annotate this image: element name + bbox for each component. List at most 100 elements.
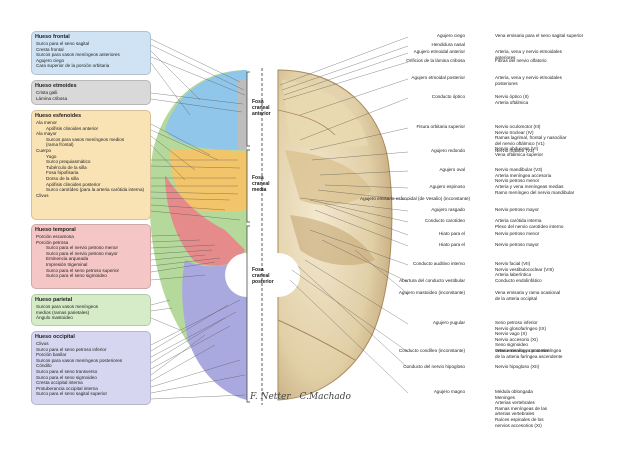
contents-line: Arteria meníngea accesoria bbox=[495, 172, 552, 178]
foramen-label: Fisura orbitaria superior bbox=[416, 124, 465, 129]
region-etmoides bbox=[238, 80, 247, 150]
legend-esfenoides: Hueso esfenoides Ala menor Apófisis clin… bbox=[31, 110, 151, 220]
left-leader-lines bbox=[150, 38, 246, 400]
foramen-label: Hiato para el bbox=[438, 242, 465, 247]
legend-item: Fosa hipofisaria bbox=[46, 170, 79, 176]
contents-line: Nervio troclear (IV) bbox=[495, 129, 534, 135]
legend-item: Ala mayor bbox=[36, 131, 57, 137]
legend-item: medios (ramas parietales) bbox=[36, 309, 90, 315]
contents-line: Ramo meníngeo del nervio mandibular bbox=[495, 189, 575, 195]
foramen-label: Conducto auditivo interno bbox=[412, 261, 465, 266]
contents-line: Ramas meníngeas de las bbox=[495, 405, 548, 411]
foramen-contents: Nervio hipogloso (XII) bbox=[495, 364, 630, 370]
legend-parietal: Hueso parietal Surcos para vasos menínge… bbox=[31, 294, 151, 326]
signature-netter: F. Netter bbox=[250, 392, 291, 402]
contents-line: Nervio vestibulococlear (VIII) bbox=[495, 266, 554, 272]
foramen-label: Conducto del nervio hipogloso bbox=[403, 364, 465, 369]
group-title: Hueso temporal bbox=[35, 227, 76, 233]
contents-line: Meninges bbox=[495, 394, 515, 400]
legend-item: Tubérculo de la silla bbox=[46, 164, 87, 170]
legend-item: Agujero ciego bbox=[36, 57, 65, 63]
group-title: Hueso frontal bbox=[35, 34, 70, 40]
legend-item: Surco para el seno sigmoideo bbox=[46, 273, 107, 279]
natural-bone-half bbox=[256, 69, 393, 401]
fossa-line: Fosa bbox=[252, 175, 264, 181]
legend-item: Cresta frontal bbox=[36, 46, 64, 52]
foramen-contents: Nervio óptico (II)Arteria oftálmica bbox=[495, 94, 630, 105]
group-title: Hueso etmoides bbox=[35, 83, 77, 89]
contents-line: Vena oftálmica superior bbox=[495, 151, 544, 157]
contents-line: Arterias vertebrales bbox=[495, 400, 535, 406]
contents-line: Nervio hipogloso (XII) bbox=[495, 364, 540, 369]
foramen-label: Conducto condíleo (inconstante) bbox=[398, 348, 465, 353]
fossa-brackets bbox=[246, 71, 250, 403]
contents-line: Arteria, vena y nervio etmoidales bbox=[495, 49, 562, 54]
fossa-line: posterior bbox=[252, 278, 274, 285]
legend-item: Surco para el seno sagital superior bbox=[36, 391, 107, 397]
foramen-contents: Fibras del nervio olfatorio bbox=[495, 58, 630, 64]
foramen-label: Agujero magno bbox=[433, 389, 465, 394]
legend-item: Surcos para vasos meníngeos medios bbox=[46, 136, 125, 142]
contents-line: de la arteria occipital bbox=[495, 295, 538, 301]
foramen-label: Hiato para el bbox=[438, 231, 465, 236]
legend-item: Cóndilo bbox=[36, 363, 52, 369]
fossa-line: media bbox=[252, 186, 267, 193]
foramen-label: Conducto óptico bbox=[431, 94, 465, 99]
legend-item: (rama frontal) bbox=[46, 142, 74, 148]
legend-temporal: Hueso temporal Porción escamosa Porción … bbox=[31, 224, 151, 289]
foramen-label: Abertura del conducto vestibular bbox=[399, 278, 465, 283]
legend-item: Clivus bbox=[36, 192, 49, 198]
contents-line: Arteria y vena meníngeas medias bbox=[495, 184, 564, 189]
contents-line: Nervio glosofaríngeo (IX) bbox=[495, 325, 547, 331]
legend-etmoides: Hueso etmoides Crista galli Lámina cribo… bbox=[31, 80, 151, 105]
group-title: Hueso parietal bbox=[35, 297, 73, 303]
legend-occipital: Hueso occipital Clivus Surco para el sen… bbox=[31, 331, 151, 405]
foramen-contents: Nervio facial (VII)Nervio vestibulococle… bbox=[495, 261, 630, 278]
group-title: Hueso occipital bbox=[35, 334, 75, 340]
legend-item: Porción basilar bbox=[36, 352, 67, 358]
legend-item: Surco para el nervio petroso menor bbox=[46, 245, 119, 251]
foramen-magnum-right bbox=[256, 253, 300, 297]
legend-item: Surcos para vasos meníngeos bbox=[36, 304, 99, 309]
signature-machado: C.Machado bbox=[299, 392, 351, 402]
contents-line: Nervio petroso mayor bbox=[495, 242, 539, 247]
legend-item: Cara superior de la porción orbitaria bbox=[36, 63, 110, 69]
legend-item: Lámina cribosa bbox=[36, 95, 68, 101]
artist-signature: F. Netter C.Machado bbox=[250, 392, 351, 402]
legend-item: Surcos para vasos meníngeos posteriores bbox=[36, 357, 123, 363]
legend-item: Protuberancia occipital interna bbox=[36, 385, 98, 391]
foramen-label: Agujero etmoidal anterior bbox=[413, 49, 465, 54]
legend-item: Crista galli bbox=[36, 90, 58, 95]
legend-item: Impresión trigeminal bbox=[46, 261, 88, 267]
contents-line: Ramas lagrimal, frontal y nasociliar bbox=[495, 135, 567, 141]
legend-item: Porción escamosa bbox=[36, 234, 74, 239]
contents-line: Vena emisaria para el seno sagital super… bbox=[495, 33, 584, 38]
contents-line: arterias vertebrales bbox=[495, 411, 535, 417]
contents-line: anteriores bbox=[495, 54, 516, 60]
foramen-label: Agujero mastoideo (inconstante) bbox=[398, 290, 465, 295]
group-title: Hueso esfenoides bbox=[35, 113, 82, 119]
contents-line: Vena emisaria y rama meníngea bbox=[495, 348, 562, 353]
foramen-label: Agujero emisario esfenoidal (de Vesalio)… bbox=[360, 196, 471, 201]
legend-item: Surco para el seno petroso inferior bbox=[36, 346, 107, 352]
legend-item: Porción petrosa bbox=[36, 239, 69, 245]
foramen-contents: Nervio mandibular (V3)Arteria meníngea a… bbox=[495, 167, 630, 184]
foramen-contents: Nervio petroso menor bbox=[495, 231, 630, 237]
foramen-contents: Vena emisaria para el seno sagital super… bbox=[495, 33, 630, 39]
legend-item: Surco carotídeo (para la arteria carótid… bbox=[46, 187, 145, 193]
legend-item: Eminencia arqueada bbox=[46, 256, 89, 262]
legend-item: Cresta occipital interna bbox=[36, 380, 83, 386]
contents-line: Nervio maxilar (V2) bbox=[495, 148, 535, 153]
foramen-contents: Nervio oculomotor (III)Nervio troclear (… bbox=[495, 124, 630, 158]
contents-line: Nervio óptico (II) bbox=[495, 94, 529, 99]
fossa-posterior-label: Fosa craneal posterior bbox=[252, 267, 276, 285]
foramen-label: Agujero ciego bbox=[436, 33, 465, 38]
foramen-label: Agujero redondo bbox=[431, 148, 465, 153]
foramen-contents: Nervio petroso mayor bbox=[495, 242, 630, 248]
contents-line: Seno petroso inferior bbox=[495, 320, 538, 325]
legend-item: Surco para el seno petroso superior bbox=[46, 267, 120, 273]
